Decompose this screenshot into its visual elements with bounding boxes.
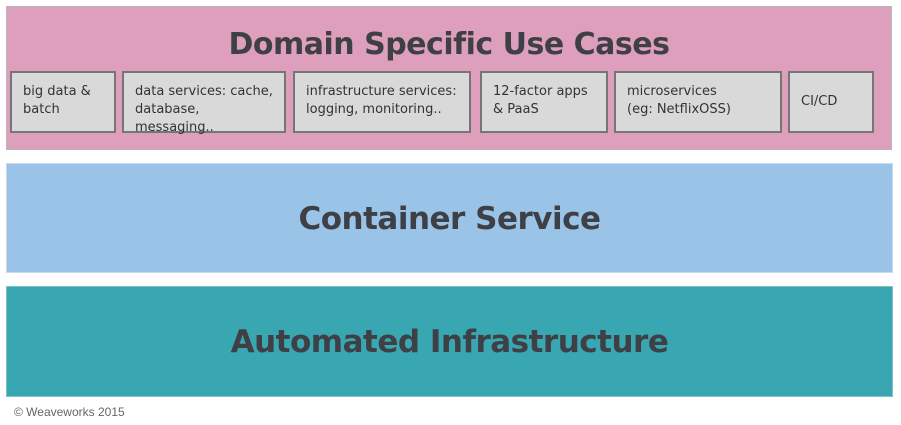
- container-service-layer: Container Service: [6, 163, 893, 273]
- use-case-big-data: big data & batch: [10, 71, 116, 133]
- use-case-ci-cd: CI/CD: [788, 71, 874, 133]
- use-case-microservices: microservices (eg: NetflixOSS): [614, 71, 782, 133]
- use-case-label: infrastructure services: logging, monito…: [306, 84, 457, 117]
- use-case-label: data services: cache, database, messagin…: [135, 84, 273, 135]
- use-case-label: microservices (eg: NetflixOSS): [627, 84, 731, 117]
- use-case-data-services: data services: cache, database, messagin…: [122, 71, 286, 135]
- domain-layer-title: Domain Specific Use Cases: [228, 27, 671, 62]
- use-case-12-factor-apps: 12-factor apps & PaaS: [480, 71, 608, 133]
- container-layer-title: Container Service: [298, 201, 601, 237]
- automated-infrastructure-layer: Automated Infrastructure: [6, 286, 893, 397]
- use-case-label: 12-factor apps & PaaS: [493, 84, 588, 117]
- copyright-notice: © Weaveworks 2015: [14, 405, 125, 419]
- infrastructure-layer-title: Automated Infrastructure: [230, 324, 669, 360]
- use-case-label: CI/CD: [801, 94, 838, 109]
- use-case-label: big data & batch: [23, 84, 91, 117]
- use-case-infrastructure-services: infrastructure services: logging, monito…: [293, 71, 471, 133]
